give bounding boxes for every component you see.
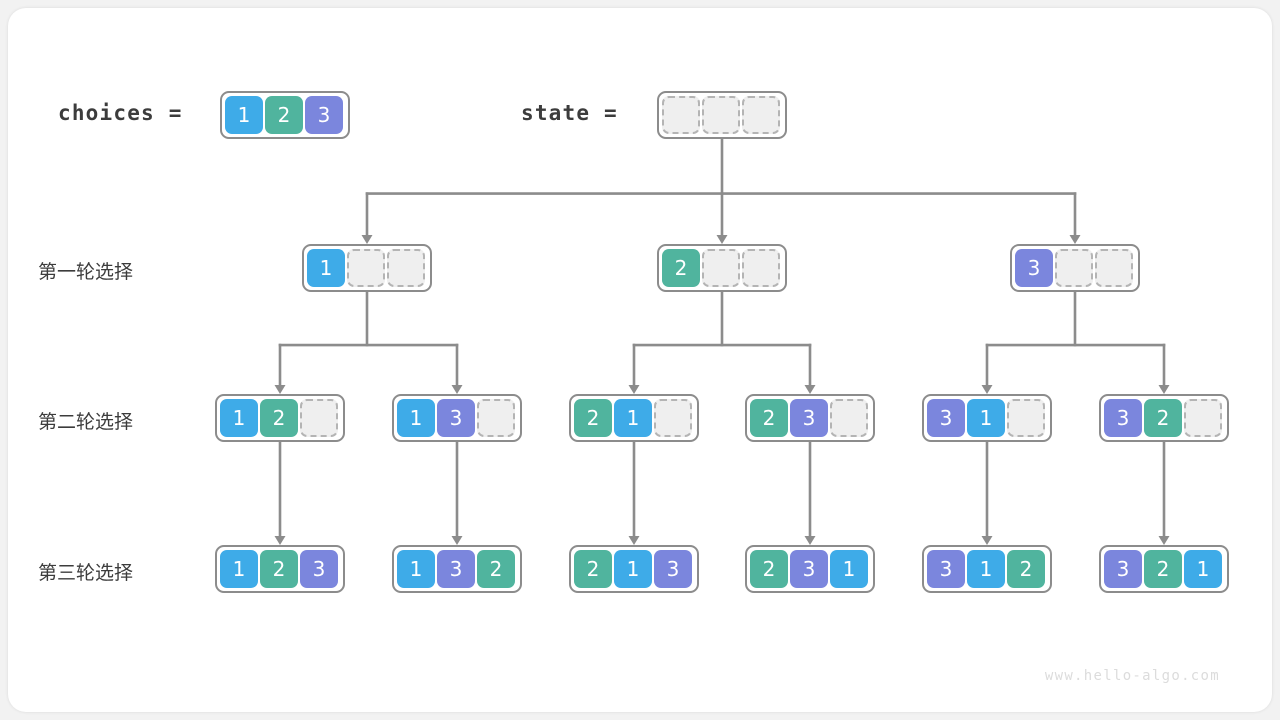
value-cell: 1 [614, 550, 652, 588]
value-cell: 1 [967, 550, 1005, 588]
value-cell: 2 [1144, 399, 1182, 437]
value-cell: 2 [265, 96, 303, 134]
empty-cell [477, 399, 515, 437]
state-node: 1 [302, 244, 432, 292]
empty-cell [830, 399, 868, 437]
state-array [657, 91, 787, 139]
value-cell: 2 [750, 550, 788, 588]
value-cell: 3 [1104, 399, 1142, 437]
state-label: state = [521, 101, 618, 125]
value-cell: 1 [220, 399, 258, 437]
empty-cell [387, 249, 425, 287]
value-cell: 3 [1015, 249, 1053, 287]
empty-cell [1095, 249, 1133, 287]
empty-cell [654, 399, 692, 437]
empty-cell [347, 249, 385, 287]
value-cell: 2 [1007, 550, 1045, 588]
value-cell: 3 [790, 550, 828, 588]
empty-cell [300, 399, 338, 437]
value-cell: 3 [927, 399, 965, 437]
value-cell: 3 [654, 550, 692, 588]
value-cell: 2 [574, 399, 612, 437]
row-label-3: 第三轮选择 [38, 563, 134, 584]
tree-connectors [274, 137, 1170, 545]
value-cell: 2 [574, 550, 612, 588]
state-node: 2 [657, 244, 787, 292]
value-cell: 3 [300, 550, 338, 588]
empty-cell [1007, 399, 1045, 437]
empty-cell [1184, 399, 1222, 437]
value-cell: 3 [437, 550, 475, 588]
value-cell: 1 [967, 399, 1005, 437]
value-cell: 3 [305, 96, 343, 134]
value-cell: 3 [790, 399, 828, 437]
empty-cell [662, 96, 700, 134]
value-cell: 3 [927, 550, 965, 588]
value-cell: 2 [750, 399, 788, 437]
empty-cell [742, 96, 780, 134]
value-cell: 3 [437, 399, 475, 437]
value-cell: 1 [614, 399, 652, 437]
value-cell: 3 [1104, 550, 1142, 588]
empty-cell [1055, 249, 1093, 287]
value-cell: 1 [830, 550, 868, 588]
value-cell: 2 [260, 399, 298, 437]
choices-label: choices = [58, 101, 183, 125]
value-cell: 2 [1144, 550, 1182, 588]
state-node: 3 [1010, 244, 1140, 292]
value-cell: 1 [220, 550, 258, 588]
empty-cell [702, 249, 740, 287]
value-cell: 2 [477, 550, 515, 588]
value-cell: 1 [225, 96, 263, 134]
watermark: www.hello-algo.com [1044, 668, 1220, 684]
value-cell: 1 [397, 399, 435, 437]
value-cell: 2 [662, 249, 700, 287]
empty-cell [702, 96, 740, 134]
value-cell: 1 [307, 249, 345, 287]
value-cell: 1 [1184, 550, 1222, 588]
row-label-1: 第一轮选择 [38, 262, 134, 283]
value-cell: 1 [397, 550, 435, 588]
value-cell: 2 [260, 550, 298, 588]
row-label-2: 第二轮选择 [38, 412, 134, 433]
empty-cell [742, 249, 780, 287]
